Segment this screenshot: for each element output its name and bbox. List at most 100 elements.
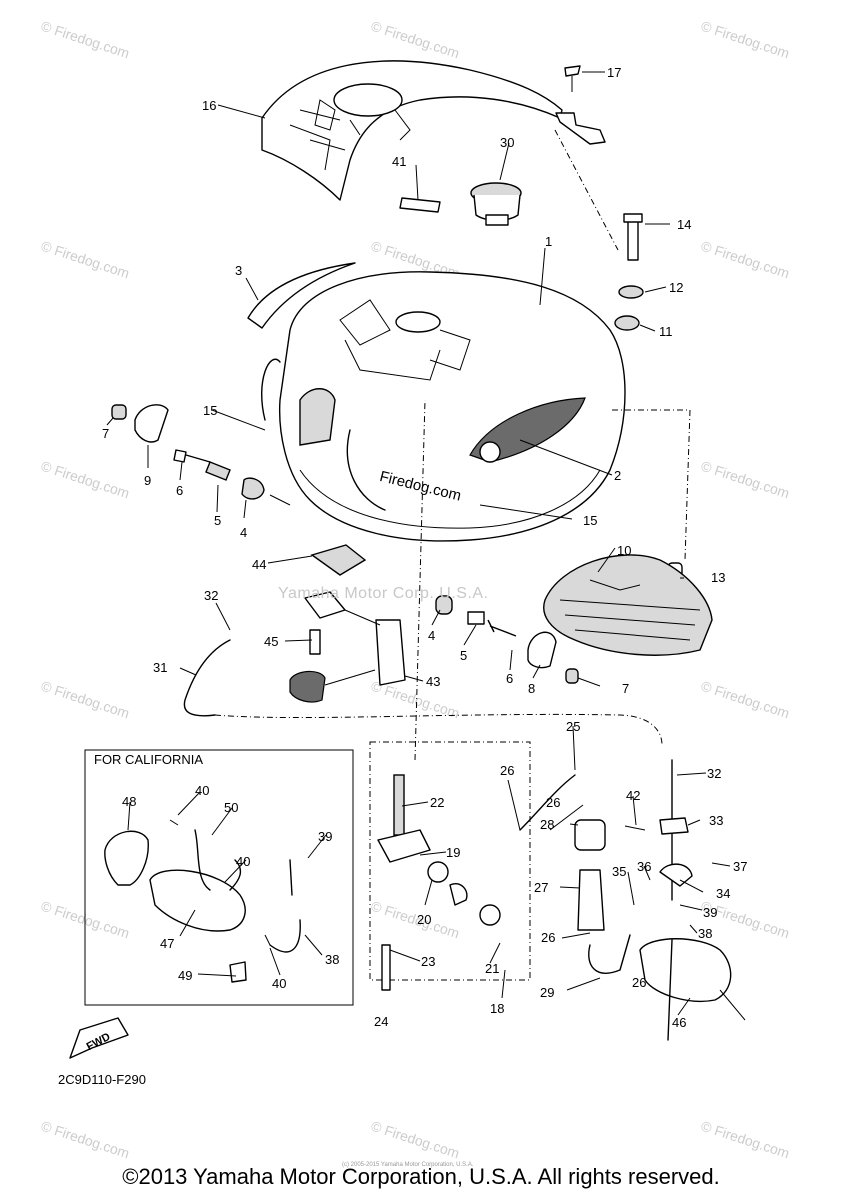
hose-part-31: [183, 639, 231, 717]
petcock-group-box: [369, 741, 531, 981]
callout-39: 39: [318, 829, 332, 844]
callout-24: 24: [374, 1014, 388, 1029]
callout-29: 29: [540, 985, 554, 1000]
callout-16: 16: [202, 98, 216, 113]
hose-part-15-left: [261, 358, 281, 421]
damper-part-3: [247, 262, 356, 329]
watermark-text: © Firedog.com: [369, 18, 461, 62]
callout-15: 15: [583, 513, 597, 528]
watermark-text: © Firedog.com: [699, 458, 791, 502]
callout-18: 18: [490, 1001, 504, 1016]
callout-46: 46: [672, 1015, 686, 1030]
watermark-text: © Firedog.com: [699, 678, 791, 722]
callout-34: 34: [716, 886, 730, 901]
right-mount-hardware: [435, 595, 579, 684]
callout-11: 11: [659, 324, 673, 339]
callout-4: 4: [428, 628, 435, 643]
left-mount-hardware: [111, 404, 291, 506]
callout-26: 26: [541, 930, 555, 945]
fwd-arrow-icon: [69, 1017, 129, 1059]
callout-9: 9: [144, 473, 151, 488]
screw-part-17: [555, 65, 606, 145]
callout-23: 23: [421, 954, 435, 969]
callout-38: 38: [698, 926, 712, 941]
callout-26: 26: [546, 795, 560, 810]
callout-3: 3: [235, 263, 242, 278]
callout-15: 15: [203, 403, 217, 418]
callout-17: 17: [607, 65, 621, 80]
callout-32: 32: [707, 766, 721, 781]
callout-6: 6: [506, 671, 513, 686]
callout-28: 28: [540, 817, 554, 832]
bolt-part-14: [623, 213, 643, 261]
callout-20: 20: [417, 912, 431, 927]
callout-1: 1: [545, 234, 552, 249]
california-parts: [104, 819, 301, 983]
callout-19: 19: [446, 845, 460, 860]
callout-26: 26: [632, 975, 646, 990]
petcock-part-22: [377, 774, 501, 991]
callout-47: 47: [160, 936, 174, 951]
copyright-notice: ©2013 Yamaha Motor Corporation, U.S.A. A…: [122, 1164, 720, 1189]
callout-40: 40: [195, 783, 209, 798]
callout-5: 5: [460, 648, 467, 663]
callout-10: 10: [617, 543, 631, 558]
watermark-text: © Firedog.com: [39, 238, 131, 282]
callout-32: 32: [204, 588, 218, 603]
fuel-filter-group: [519, 759, 746, 1041]
fuel-sender-part-43: [289, 544, 406, 703]
california-box: [84, 749, 354, 1006]
callout-31: 31: [153, 660, 167, 675]
routing-lines: [214, 129, 691, 761]
callout-37: 37: [733, 859, 747, 874]
callout-44: 44: [252, 557, 266, 572]
callout-14: 14: [677, 217, 691, 232]
callout-22: 22: [430, 795, 444, 810]
callout-39: 39: [703, 905, 717, 920]
watermark-text: © Firedog.com: [699, 1118, 791, 1162]
callout-49: 49: [178, 968, 192, 983]
callout-38: 38: [325, 952, 339, 967]
collar-part-12: [618, 285, 644, 299]
callout-27: 27: [534, 880, 548, 895]
watermark-text: © Firedog.com: [369, 898, 461, 942]
callout-8: 8: [528, 681, 535, 696]
heat-shield-part-10: [543, 554, 713, 656]
watermark-text: © Firedog.com: [39, 458, 131, 502]
hose-part-15-right: [346, 429, 386, 511]
callout-labels: 1 2 3 4 4 5 5 6 6 7 7 8 9 10 11 12 13 14…: [102, 65, 747, 1030]
callout-43: 43: [426, 674, 440, 689]
watermark-text: © Firedog.com: [39, 1118, 131, 1162]
callout-40: 40: [236, 854, 250, 869]
watermark-text: © Firedog.com: [369, 1118, 461, 1162]
callout-7: 7: [622, 681, 629, 696]
california-box-label: FOR CALIFORNIA: [94, 752, 204, 767]
callout-33: 33: [709, 813, 723, 828]
callout-45: 45: [264, 634, 278, 649]
center-watermark: Yamaha Motor Corp. U.S.A.: [278, 585, 489, 602]
callout-2: 2: [614, 468, 621, 483]
fuel-tank-part-1: [278, 271, 626, 542]
callout-26: 26: [500, 763, 514, 778]
callout-25: 25: [566, 719, 580, 734]
callout-30: 30: [500, 135, 514, 150]
callout-36: 36: [637, 859, 651, 874]
watermark-text: © Firedog.com: [699, 238, 791, 282]
watermark-text: © Firedog.com: [39, 678, 131, 722]
callout-21: 21: [485, 961, 499, 976]
tank-cover-part-16: [261, 60, 563, 201]
tiny-copyright: (c) 2005-2015 Yamaha Motor Corporation, …: [342, 1162, 474, 1168]
leader-lines: [106, 71, 731, 1016]
watermark-text: © Firedog.com: [699, 18, 791, 62]
collar-part-11: [614, 315, 640, 331]
callout-5: 5: [214, 513, 221, 528]
callout-40: 40: [272, 976, 286, 991]
diagram-code: 2C9D110-F290: [58, 1072, 146, 1087]
callout-50: 50: [224, 800, 238, 815]
callout-13: 13: [711, 570, 725, 585]
callout-4: 4: [240, 525, 247, 540]
callout-48: 48: [122, 794, 136, 809]
callout-7: 7: [102, 426, 109, 441]
callout-41: 41: [392, 154, 406, 169]
